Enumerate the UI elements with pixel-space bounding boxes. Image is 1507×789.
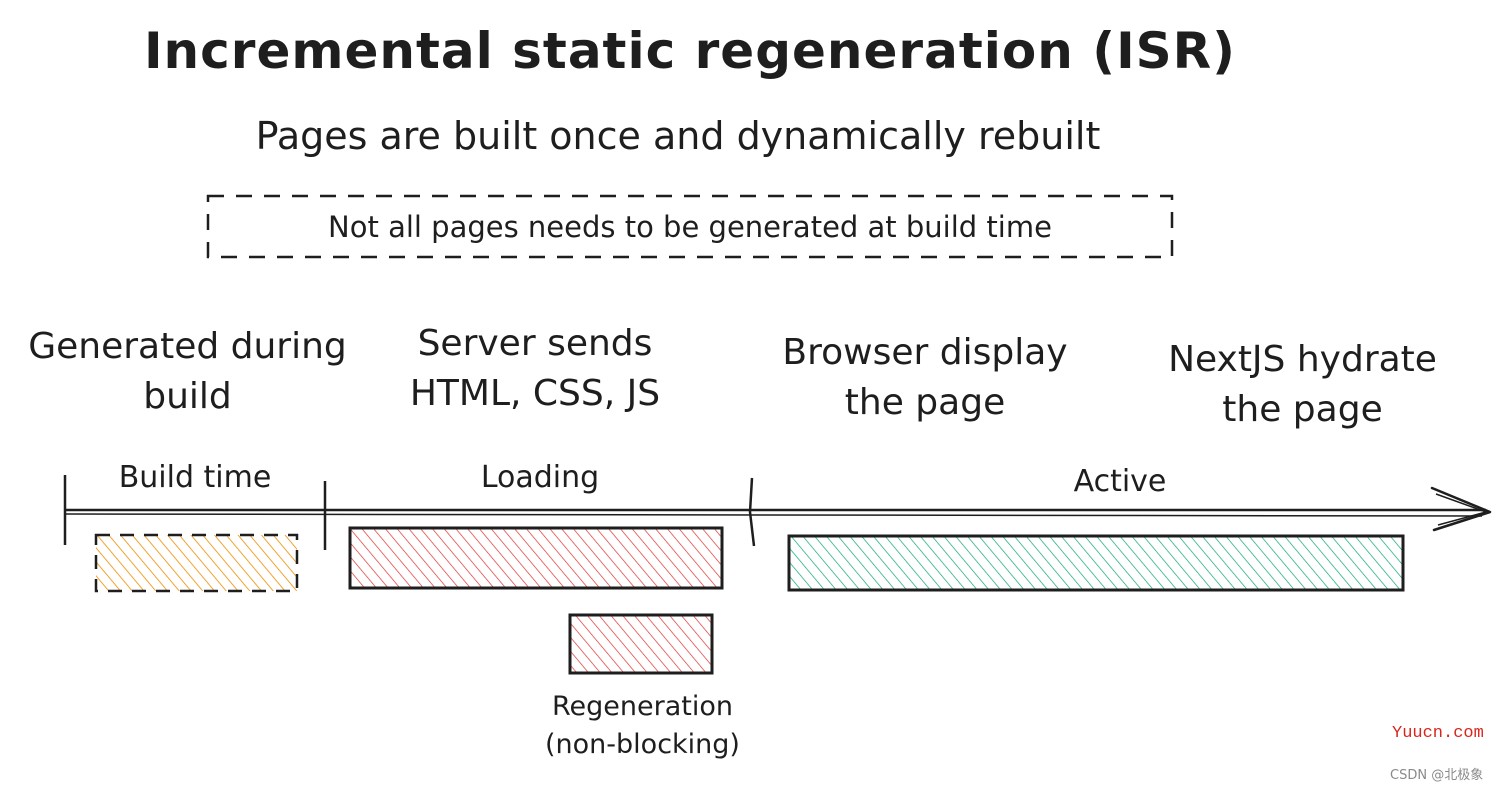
watermark-site: Yuucn.com [1392, 724, 1484, 743]
phase-line: Server sends [417, 323, 653, 364]
diagram-subtitle: Pages are built once and dynamically reb… [255, 114, 1101, 158]
segment-label-active: Active [1073, 464, 1167, 499]
timeline-arrowhead [1430, 486, 1492, 532]
watermark-credit: CSDN @北极象 [1390, 768, 1484, 783]
regeneration-label: Regeneration (non-blocking) [520, 688, 765, 764]
phase-line: the page [844, 382, 1006, 423]
regeneration-line: Regeneration [552, 691, 733, 722]
segment-label-loading: Loading [480, 460, 600, 495]
phase-line: Generated during [28, 326, 347, 367]
timeline-axis [63, 475, 1492, 550]
phase-line: Browser display [782, 332, 1068, 373]
phase-server-sends: Server sends HTML, CSS, JS [375, 319, 695, 419]
diagram-title: Incremental static regeneration (ISR) [143, 22, 1237, 80]
phase-line: the page [1222, 389, 1383, 430]
note-box [206, 194, 1174, 259]
phase-generated-during-build: Generated during build [10, 322, 365, 422]
regeneration-line: (non-blocking) [545, 729, 740, 760]
active-bar [787, 534, 1405, 592]
phase-line: HTML, CSS, JS [409, 373, 661, 414]
segment-label-build: Build time [118, 460, 272, 495]
note-text: Not all pages needs to be generated at b… [328, 210, 1052, 244]
phase-line: NextJS hydrate [1168, 339, 1437, 380]
phase-nextjs-hydrate: NextJS hydrate the page [1140, 335, 1465, 435]
phase-browser-display: Browser display the page [760, 328, 1090, 428]
phase-line: build [143, 376, 232, 417]
loading-bar [348, 526, 724, 590]
tick-loading-end [748, 477, 756, 547]
regeneration-bar [568, 613, 714, 675]
build-time-bar [94, 533, 299, 593]
